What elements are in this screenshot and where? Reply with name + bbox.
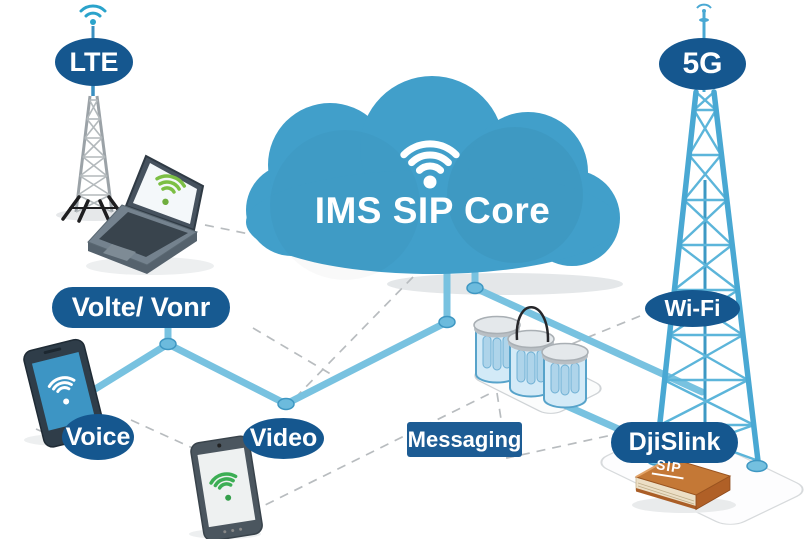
lte-antenna-wifi-icon <box>79 4 107 42</box>
node-messaging: Messaging <box>407 422 522 457</box>
lte-tower <box>61 44 127 223</box>
cloud-wifi-icon <box>400 140 460 189</box>
node-volte-vonr: Volte/ Vonr <box>52 287 230 328</box>
laptop <box>87 154 205 274</box>
page-title: IMS SIP Core <box>314 190 551 231</box>
node-video: Video <box>243 418 324 459</box>
phone-voice-wifi-icon <box>47 376 76 405</box>
node-voice: Voice <box>62 414 134 460</box>
five-g-tower <box>647 3 768 473</box>
node-wifi: Wi-Fi <box>645 290 740 327</box>
node-lte: LTE <box>55 38 133 86</box>
laptop-wifi-icon <box>155 174 187 205</box>
cloud <box>246 76 620 274</box>
node-5g: 5G <box>659 38 746 90</box>
node-djislink: DjiSlink <box>611 422 738 463</box>
sip-book <box>632 457 736 513</box>
server-jars <box>473 306 589 409</box>
phone-video <box>190 435 263 539</box>
phone-video-wifi-icon <box>209 472 238 501</box>
jar-handle <box>515 306 550 343</box>
link-nodes <box>159 281 484 411</box>
